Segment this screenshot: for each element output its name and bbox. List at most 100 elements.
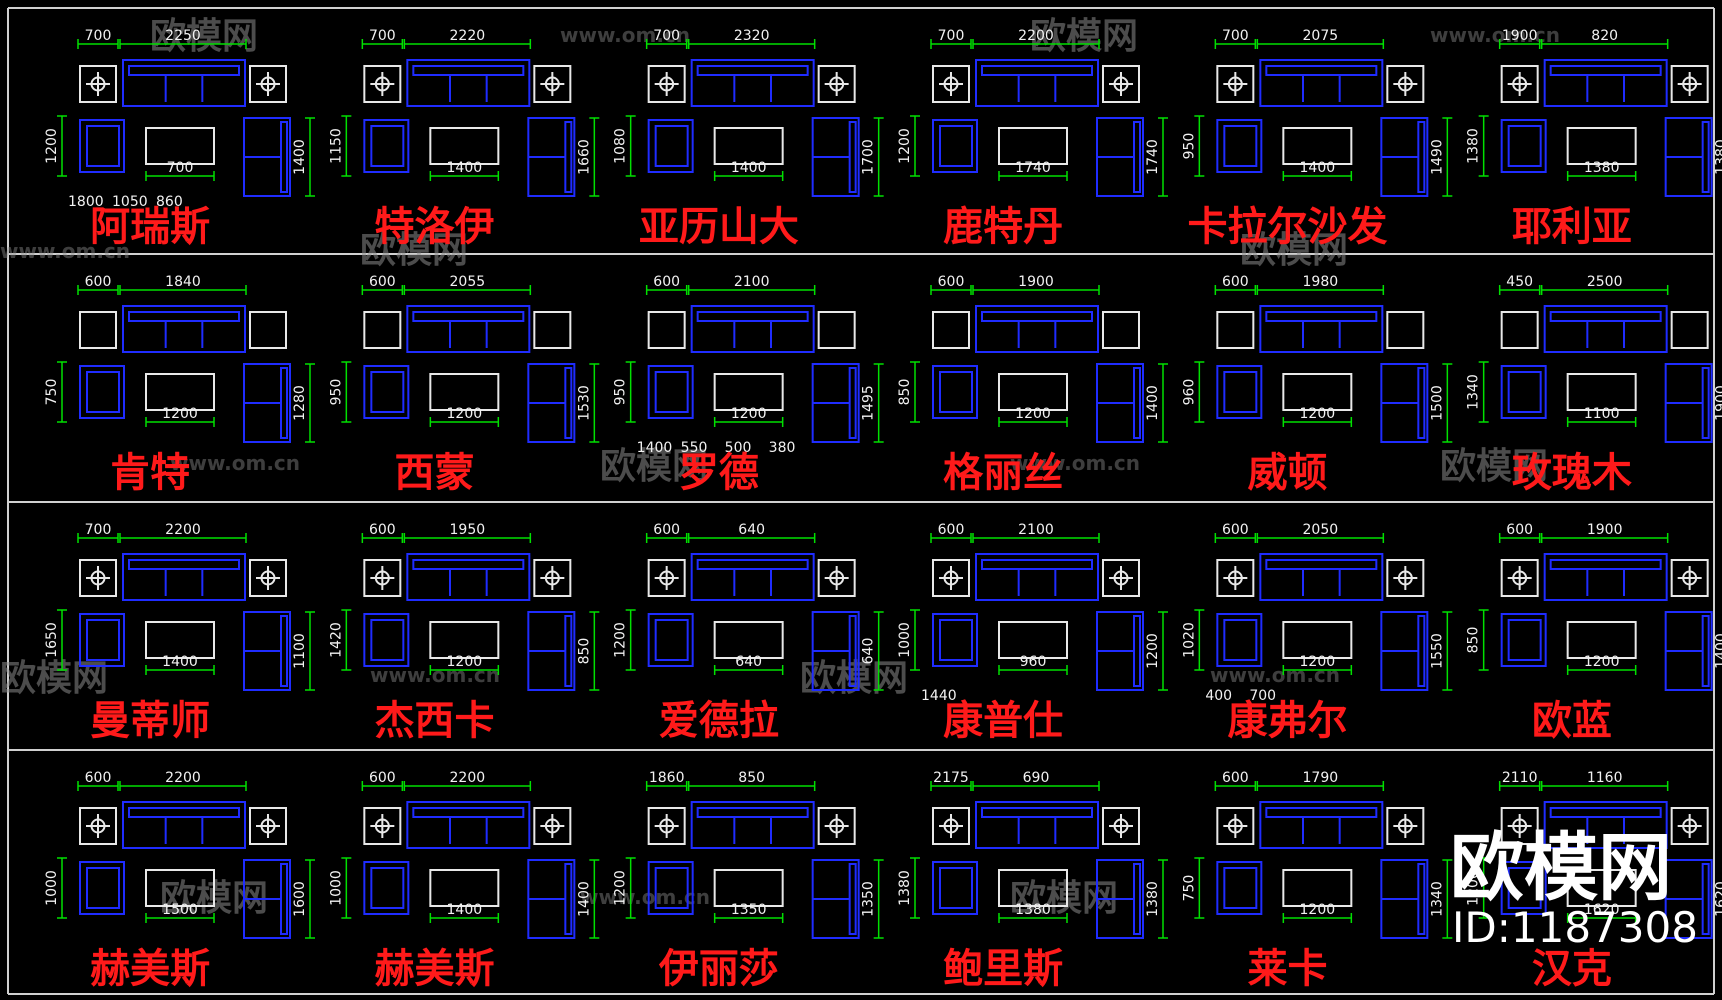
dimension-label: 1000	[328, 870, 344, 906]
side-sofa-back	[1701, 367, 1710, 439]
dimension-label: 1530	[576, 385, 592, 421]
side-sofa-back	[280, 367, 288, 439]
coffee-table	[145, 127, 215, 165]
watermark-url: www.om.cn	[1430, 23, 1560, 47]
sofa-backrest	[412, 65, 525, 76]
dimension-label: 600	[653, 522, 680, 538]
sofa-set-name: 康普仕	[943, 698, 1063, 744]
three-seat-sofa	[122, 553, 246, 601]
dimension-label: 1420	[328, 622, 344, 658]
dimension-label: 2075	[1303, 28, 1339, 44]
end-table	[533, 559, 572, 597]
armchair	[647, 365, 694, 419]
sofa-backrest	[412, 311, 525, 322]
dimension-label: 850	[738, 770, 765, 786]
end-table	[249, 65, 287, 103]
sofa-backrest	[128, 311, 240, 322]
dimension-label: 1100	[1584, 406, 1620, 422]
frame-lines	[7, 7, 1715, 995]
dimension-label: 600	[653, 274, 680, 290]
sofa-backrest	[1265, 65, 1378, 76]
watermark-logo: 欧模网	[1030, 16, 1138, 57]
coffee-table	[998, 127, 1068, 165]
end-table	[1216, 559, 1255, 597]
armchair-seat	[1507, 125, 1542, 167]
side-sofa-back	[848, 367, 857, 439]
dimension-label: 1200	[1300, 902, 1336, 918]
sofa-set-name: 玫瑰木	[1512, 450, 1632, 496]
armchair-seat	[939, 125, 973, 167]
dimension-label: 1380	[1145, 881, 1161, 917]
end-table	[817, 807, 856, 845]
three-seat-sofa	[122, 59, 246, 107]
armchair-seat	[1223, 619, 1258, 661]
sofa-set-name: 欧蓝	[1532, 698, 1612, 744]
sofa-set-name: 亚历山大	[639, 204, 799, 250]
armchair	[1216, 861, 1263, 915]
three-seat-sofa	[406, 553, 531, 601]
sofa-backrest	[1549, 65, 1662, 76]
armchair	[79, 119, 125, 173]
coffee-table	[1566, 621, 1637, 659]
coffee-table	[1282, 373, 1353, 411]
side-sofa-back	[848, 863, 857, 935]
dimension-label: 1200	[1584, 654, 1620, 670]
dimension-label: 1740	[1015, 160, 1051, 176]
armchair-seat	[370, 371, 405, 413]
sofa-backrest	[1265, 559, 1378, 570]
coffee-table	[429, 373, 500, 411]
dimension-label: 1400	[576, 881, 592, 917]
dimension-label: 1600	[292, 881, 308, 917]
dimension-label: 700	[653, 28, 680, 44]
dimension-label: 1380	[1466, 128, 1482, 164]
armchair	[647, 119, 694, 173]
three-seat-sofa	[975, 553, 1099, 601]
dimension-label: 1380	[1015, 902, 1051, 918]
dimension-label: 1860	[649, 770, 685, 786]
dimension-label: 1900	[1018, 274, 1054, 290]
dimension-label: 1200	[613, 870, 629, 906]
end-table	[1386, 65, 1425, 103]
sofa-backrest	[696, 65, 809, 76]
sofa-backrest	[981, 807, 1093, 818]
dimension-label: 2200	[165, 770, 201, 786]
watermark-logo: 欧模网	[800, 658, 908, 699]
dimension-label: 1840	[165, 274, 201, 290]
dimension-label: 380	[769, 440, 796, 456]
armchair-seat	[1507, 371, 1542, 413]
end-table	[932, 311, 970, 349]
dimension-label: 960	[1020, 654, 1047, 670]
sofa-set-name: 格丽丝	[943, 450, 1063, 496]
sofa-backrest	[128, 65, 240, 76]
dimension-label: 820	[1591, 28, 1618, 44]
side-sofa-back	[280, 615, 288, 687]
sofa-backrest	[128, 559, 240, 570]
three-seat-sofa	[406, 59, 531, 107]
sofa-set-name: 阿瑞斯	[90, 204, 210, 250]
sofa-set-name: 特洛伊	[375, 204, 495, 250]
armchair	[79, 861, 125, 915]
dimension-label: 1200	[1015, 406, 1051, 422]
sofa-set-name: 罗德	[679, 450, 759, 496]
dimension-label: 1800	[68, 194, 104, 210]
side-sofa-back	[1133, 615, 1141, 687]
three-seat-sofa	[690, 801, 815, 849]
dimension-label: 1200	[1466, 870, 1482, 906]
dimension-label: 2200	[450, 770, 486, 786]
dimension-label: 1200	[162, 406, 198, 422]
three-seat-sofa	[1259, 801, 1384, 849]
armchair-seat	[939, 867, 973, 909]
dimension-label: 1620	[1714, 881, 1722, 917]
dimension-label: 500	[725, 440, 752, 456]
sofa-set-name: 爱德拉	[659, 698, 779, 744]
dimension-label: 860	[156, 194, 183, 210]
sofa-backrest	[981, 65, 1093, 76]
dimension-label: 1400	[162, 654, 198, 670]
sofa-set-name: 肯特	[110, 450, 190, 496]
dimension-label: 2050	[1303, 522, 1339, 538]
coffee-table	[1282, 127, 1353, 165]
